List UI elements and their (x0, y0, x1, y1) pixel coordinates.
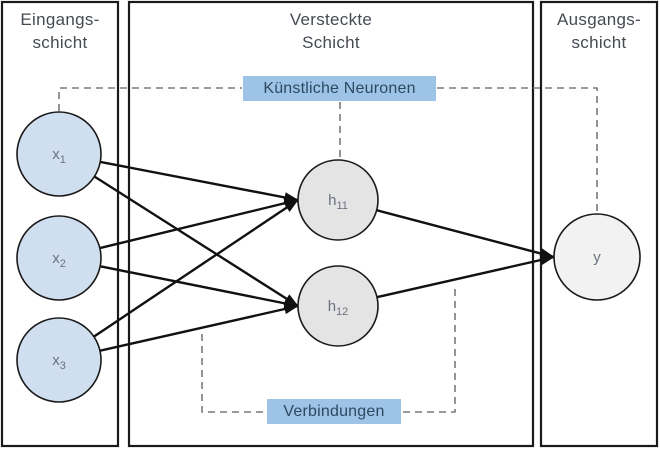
node-label-h12: h12 (328, 298, 349, 318)
dashed-connector-neurons-to-y (437, 87, 598, 213)
panel-hidden-border (127, 0, 535, 448)
dashed-connector-neurons-to-x1 (58, 87, 242, 111)
dashed-connector-connections-right-edge (402, 289, 456, 413)
node-h11 (297, 159, 379, 241)
node-x1 (16, 111, 102, 197)
edge-x3-to-h11 (58, 199, 299, 361)
node-label-h11: h11 (328, 192, 348, 212)
node-h12 (297, 265, 379, 347)
node-label-x3: x3 (52, 352, 66, 372)
node-y (553, 213, 641, 301)
callout-artificial-neurons: Künstliche Neuronen (243, 76, 436, 101)
node-label-y: y (593, 249, 601, 266)
node-label-x1: x1 (52, 146, 66, 166)
dashed-connector-connections-left-edge (201, 334, 266, 413)
node-x3 (16, 317, 102, 403)
panel-input-border (0, 0, 120, 448)
node-label-x2: x2 (52, 250, 66, 270)
panel-output-border (539, 0, 659, 448)
callout-connections: Verbindungen (267, 399, 401, 424)
node-x2 (16, 215, 102, 301)
